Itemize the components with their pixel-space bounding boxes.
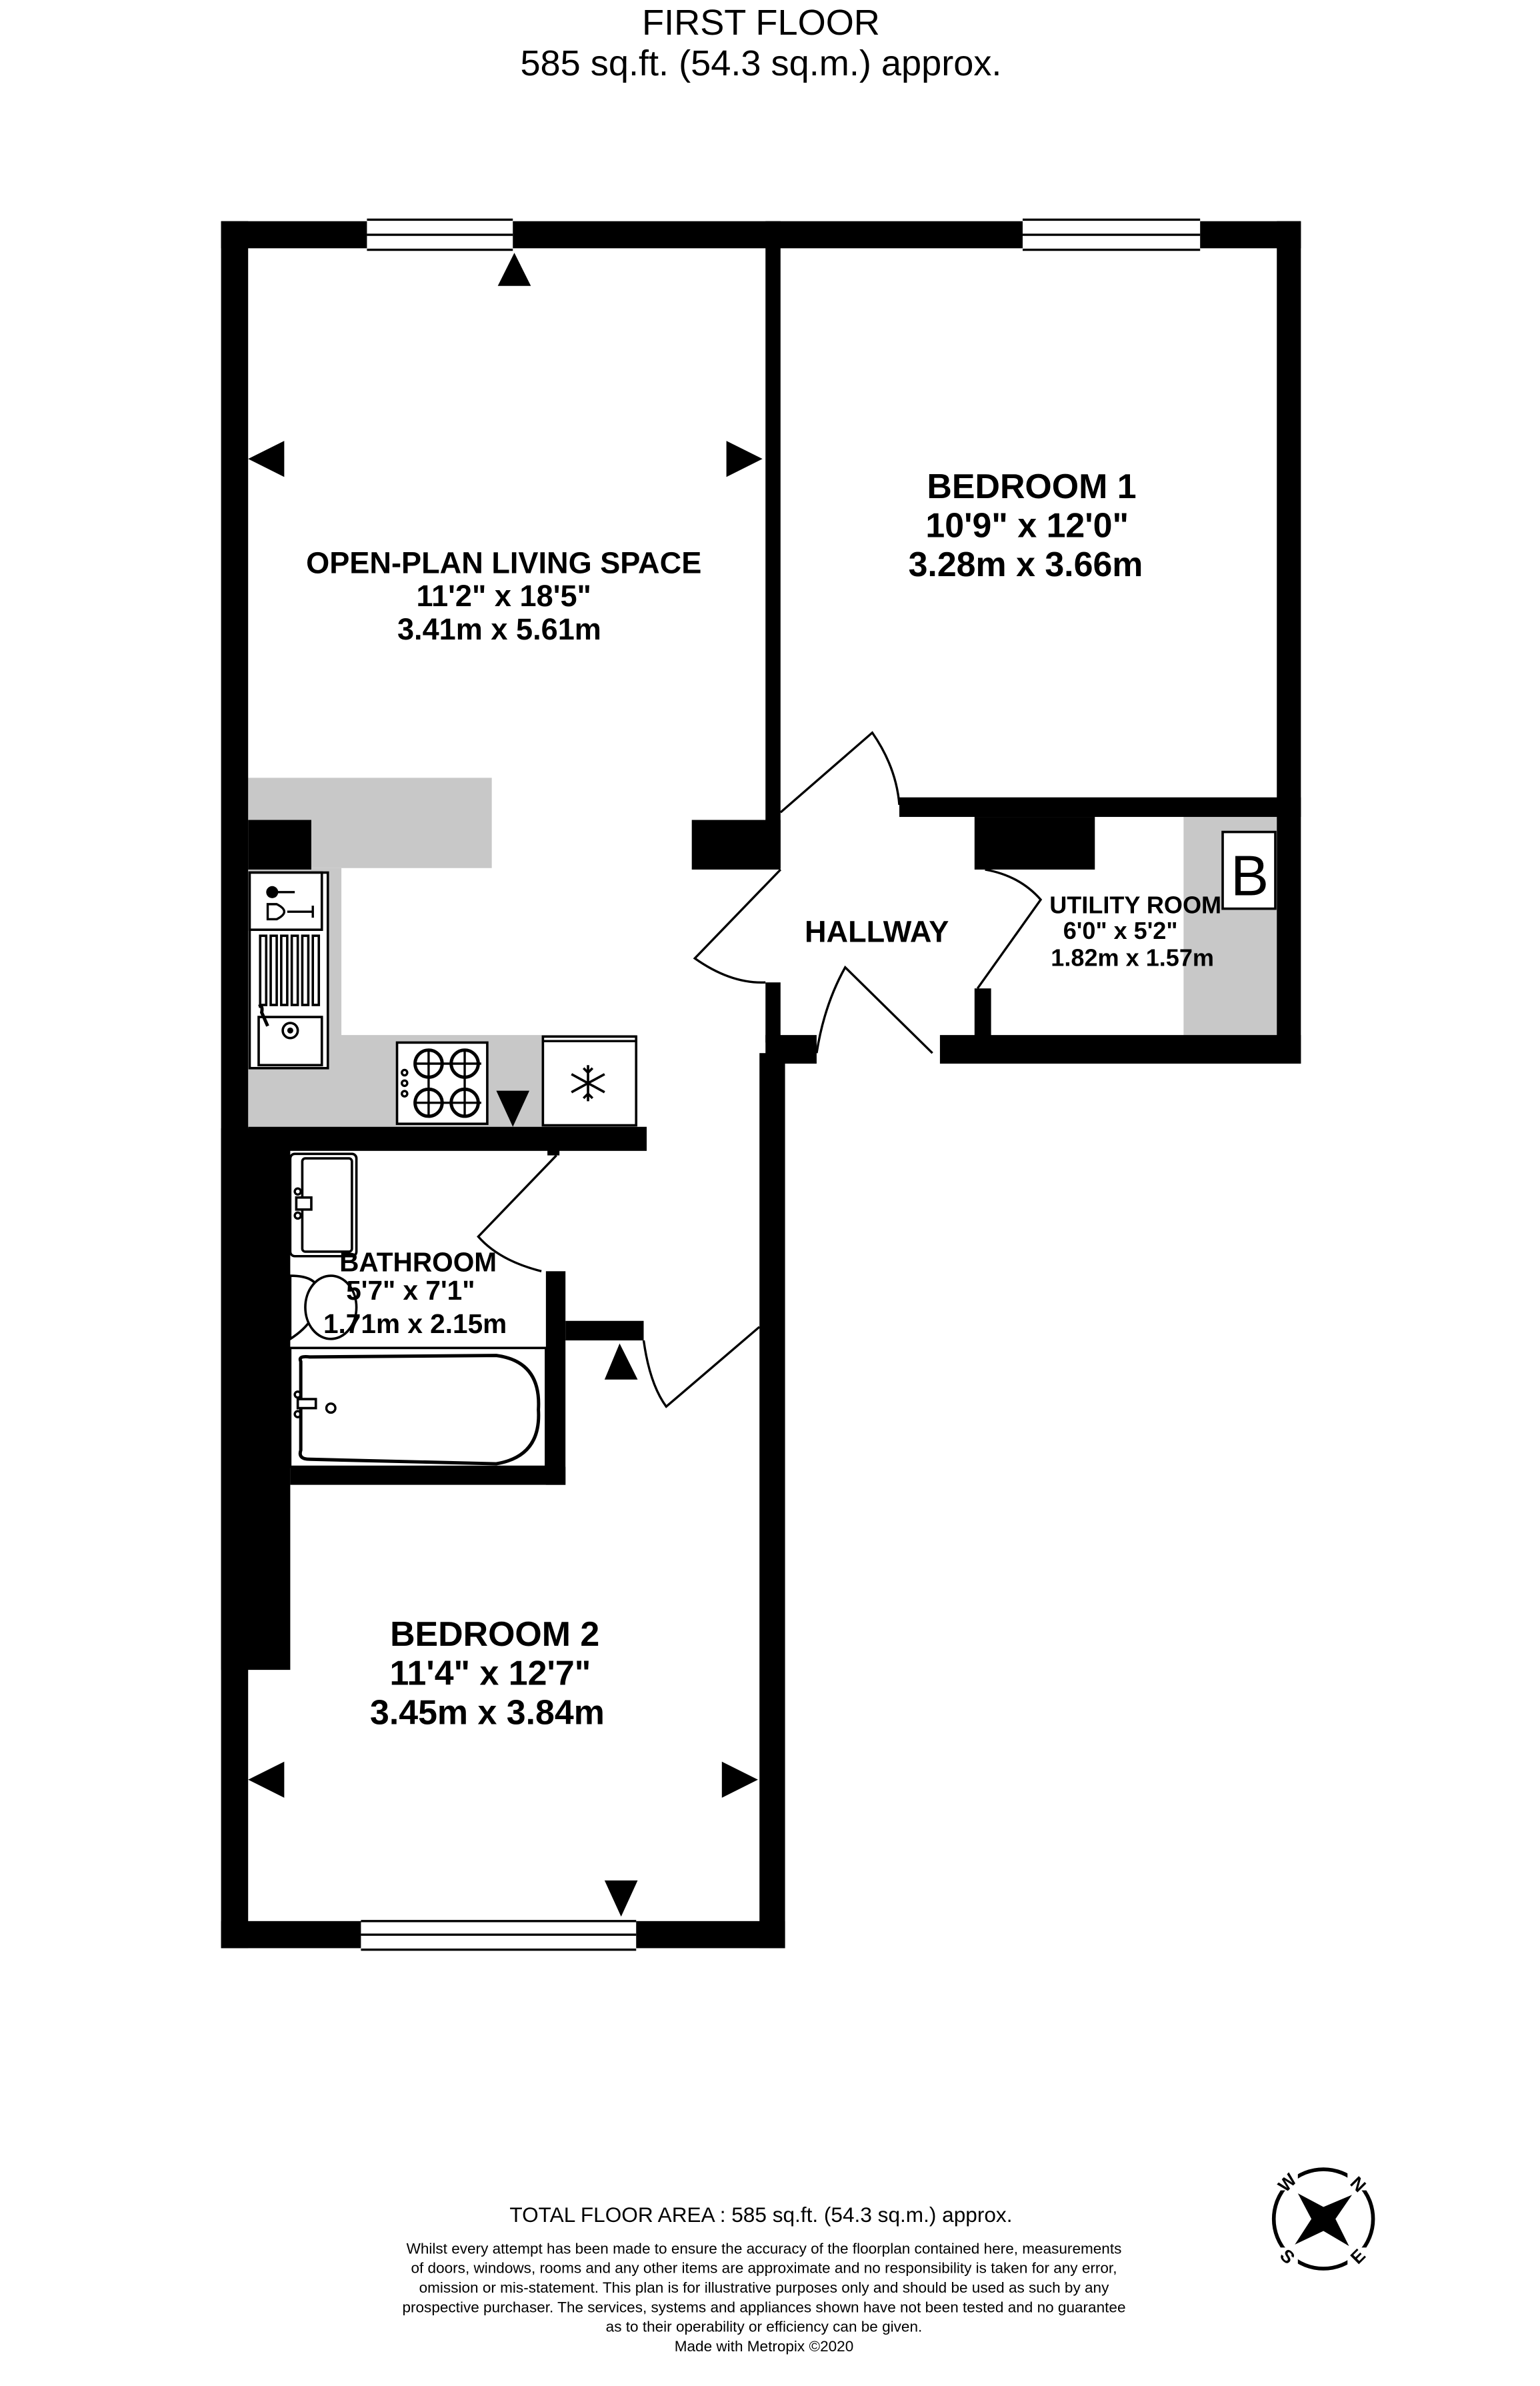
room-name: OPEN-PLAN LIVING SPACE [306, 546, 701, 580]
hob [395, 1041, 489, 1126]
arrow-right-icon [721, 1761, 758, 1798]
room-dimensions-metric: 3.45m x 3.84m [370, 1692, 605, 1731]
drainer-grooves [259, 934, 321, 1006]
room-dimensions-imperial: 11'2" x 18'5" [417, 579, 591, 613]
doors [477, 731, 1043, 1408]
wine-glass-icon [248, 871, 323, 932]
window-living [367, 218, 513, 251]
room-bathroom: BATHROOM 5'7" x 7'1" 1.71m x 2.15m [323, 1246, 507, 1338]
room-name: BEDROOM 1 [927, 467, 1136, 505]
room-dimensions-metric: 3.28m x 3.66m [909, 545, 1143, 583]
room-bedroom-1: BEDROOM 1 10'9" x 12'0" 3.28m x 3.66m [909, 467, 1143, 583]
disclaimer-line: Whilst every attempt has been made to en… [407, 2240, 1122, 2257]
room-dimensions-imperial: 11'4" x 12'7" [390, 1654, 591, 1692]
disclaimer-line: of doors, windows, rooms and any other i… [411, 2260, 1117, 2277]
boiler: B [1221, 830, 1277, 910]
disclaimer-line: as to their operability or efficiency ca… [606, 2319, 923, 2335]
room-name: BEDROOM 2 [390, 1614, 599, 1653]
arrow-up-icon [497, 253, 531, 286]
room-name: BATHROOM [339, 1246, 497, 1277]
snowflake-icon [571, 1065, 605, 1102]
footer: TOTAL FLOOR AREA : 585 sq.ft. (54.3 sq.m… [402, 2203, 1125, 2355]
room-name: HALLWAY [805, 914, 949, 948]
credit: Made with Metropix ©2020 [675, 2338, 854, 2355]
arrow-down-icon [496, 1090, 530, 1127]
bath [289, 1346, 547, 1468]
room-dimensions-imperial: 6'0" x 5'2" [1063, 917, 1178, 944]
disclaimer-line: prospective purchaser. The services, sys… [402, 2299, 1125, 2315]
floor-area: 585 sq.ft. (54.3 sq.m.) approx. [520, 43, 1001, 83]
boiler-label: B [1231, 844, 1269, 908]
arrow-left-icon [248, 1761, 285, 1798]
arrow-right-icon [726, 441, 763, 477]
room-open-plan-living: OPEN-PLAN LIVING SPACE 11'2" x 18'5" 3.4… [306, 546, 701, 646]
window-bedroom-2 [361, 1918, 637, 1951]
floor-name: FIRST FLOOR [642, 3, 880, 43]
disclaimer-line: omission or mis-statement. This plan is … [419, 2279, 1109, 2296]
room-dimensions-metric: 1.71m x 2.15m [323, 1308, 507, 1339]
room-utility: UTILITY ROOM 6'0" x 5'2" 1.82m x 1.57m [1049, 891, 1221, 971]
dimension-arrows [248, 253, 763, 1917]
room-dimensions-imperial: 5'7" x 7'1" [346, 1275, 475, 1306]
room-bedroom-2: BEDROOM 2 11'4" x 12'7" 3.45m x 3.84m [370, 1614, 605, 1731]
total-floor-area: TOTAL FLOOR AREA : 585 sq.ft. (54.3 sq.m… [509, 2203, 1012, 2227]
fridge-freezer [541, 1035, 638, 1127]
arrow-up-icon [604, 1343, 638, 1380]
compass-icon: W N S E [1271, 2167, 1375, 2271]
window-bedroom-1 [1022, 218, 1201, 251]
room-dimensions-imperial: 10'9" x 12'0" [925, 505, 1129, 544]
kitchen-sink [248, 871, 329, 1070]
room-dimensions-metric: 3.41m x 5.61m [397, 612, 601, 646]
toilet [289, 1274, 358, 1342]
arrow-left-icon [248, 441, 285, 477]
washbasin [289, 1152, 358, 1258]
arrow-down-icon [604, 1880, 638, 1917]
room-dimensions-metric: 1.82m x 1.57m [1051, 944, 1214, 971]
room-name: UTILITY ROOM [1049, 891, 1221, 918]
room-hallway: HALLWAY [805, 914, 949, 948]
